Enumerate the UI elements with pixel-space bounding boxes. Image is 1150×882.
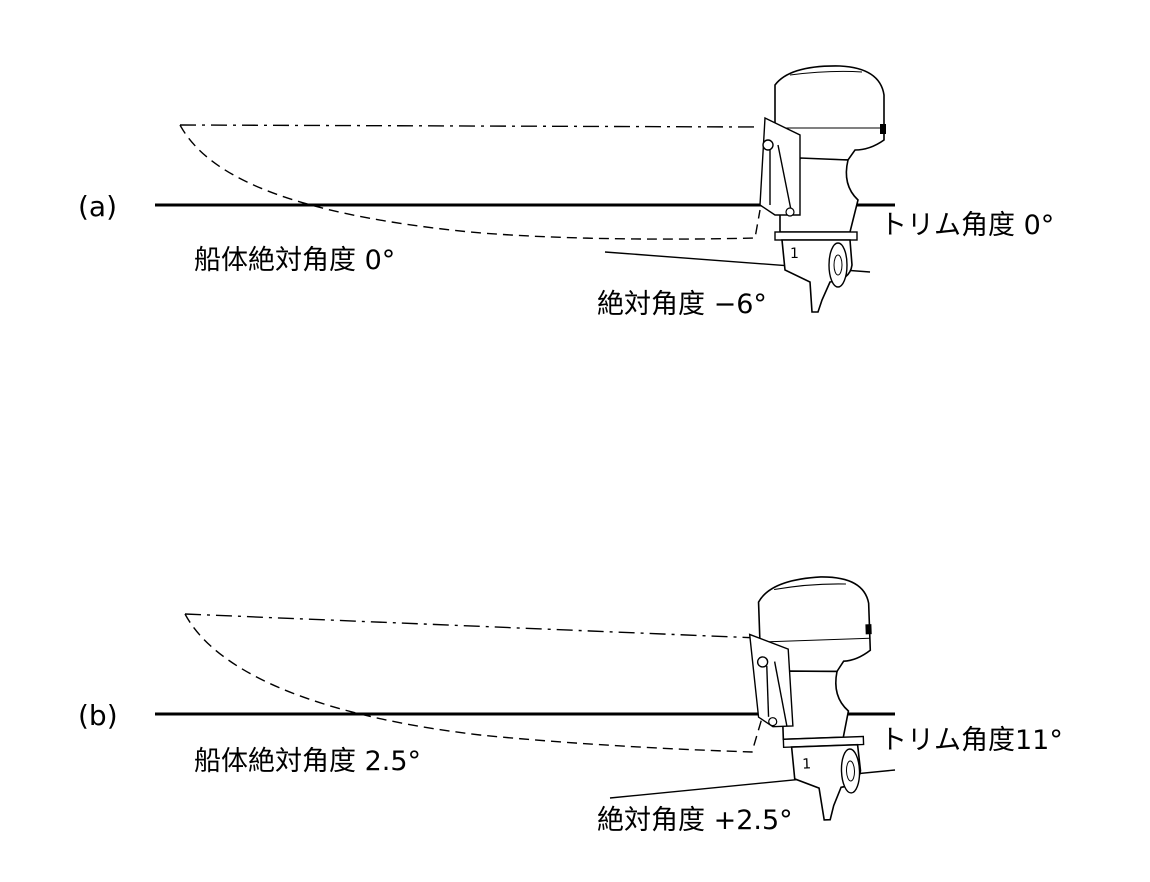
panel-a-absolute-angle-label: 絶対角度 −6° bbox=[597, 289, 767, 320]
panel-a-hull-angle-label: 船体絶対角度 0° bbox=[194, 245, 396, 276]
hull-deck-a bbox=[179, 124, 761, 128]
panel-a: 1 bbox=[155, 65, 895, 313]
panel-b: 1 bbox=[155, 576, 896, 821]
svg-text:1: 1 bbox=[802, 756, 811, 772]
hull-bottom-a bbox=[179, 124, 761, 240]
outboard-motor-b: 1 bbox=[748, 576, 872, 821]
svg-text:1: 1 bbox=[790, 246, 799, 262]
panel-b-hull-angle-label: 船体絶対角度 2.5° bbox=[194, 746, 422, 777]
panel-b-label: (b) bbox=[78, 699, 118, 732]
panel-a-label: (a) bbox=[78, 190, 118, 223]
outboard-motor-a: 1 bbox=[759, 65, 886, 313]
panel-a-trim-angle-label: トリム角度 0° bbox=[880, 210, 1055, 241]
panel-b-absolute-angle-label: 絶対角度 +2.5° bbox=[597, 805, 793, 836]
panel-b-trim-angle-label: トリム角度11° bbox=[880, 725, 1063, 756]
hull-deck-b bbox=[184, 613, 759, 639]
hull-bottom-b bbox=[184, 613, 763, 753]
